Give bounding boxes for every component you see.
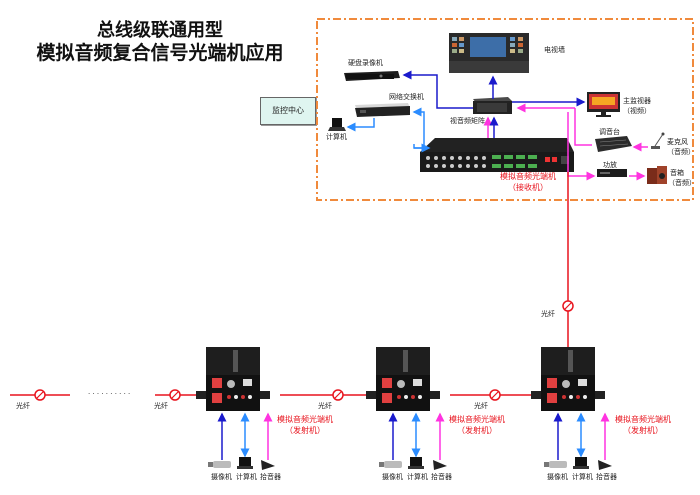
main-monitor-icon <box>587 92 620 117</box>
transmitter-2-inputs <box>388 412 445 460</box>
transmitter-3-inputs <box>553 412 610 460</box>
main-monitor-sublabel: （视频） <box>623 107 651 115</box>
transmitter-1-inputs <box>217 412 273 460</box>
computer-icon <box>408 457 424 469</box>
speaker-label: 音箱 <box>670 169 684 177</box>
transmitter-3-sublabel: （发射机） <box>623 426 663 435</box>
transmitter-1-label: 模拟音频光端机 <box>277 415 333 424</box>
pickup-icon <box>433 460 447 470</box>
transmitter-1-sublabel: （发射机） <box>285 426 325 435</box>
fiber-label: 光纤 <box>16 402 30 410</box>
monitor-center-frame <box>316 18 694 201</box>
transmitter-3-label: 模拟音频光端机 <box>615 415 671 424</box>
receiver-icon <box>420 138 574 172</box>
network-switch-icon <box>355 103 410 117</box>
av-matrix-label: 视音频矩阵 <box>450 117 485 125</box>
fiber-label: 光纤 <box>154 402 168 410</box>
tv-wall-label: 电视墙 <box>544 46 565 54</box>
diagram-title-line2: 模拟音频复合信号光端机应用 <box>36 42 284 64</box>
monitor-center-label: 监控中心 <box>272 106 304 115</box>
mixer-label: 调音台 <box>599 128 620 136</box>
speaker-sublabel: （音频） <box>668 179 696 187</box>
receiver-label: 模拟音频光端机 <box>500 172 556 181</box>
link-switch-computer <box>346 118 375 132</box>
link-switch-receiver <box>413 113 425 149</box>
fiber-label: 光纤 <box>541 310 555 318</box>
camera-icon <box>208 461 231 468</box>
transmitter-2-label: 模拟音频光端机 <box>449 415 505 424</box>
network-switch-label: 网络交换机 <box>389 93 424 101</box>
camera-label: 摄像机 <box>211 473 232 481</box>
pickup-icon <box>598 460 612 470</box>
camera-icon <box>544 461 567 468</box>
monitor-center-box: 监控中心 <box>260 97 316 125</box>
pickup-label: 拾音器 <box>596 473 617 481</box>
amplifier-icon <box>597 169 627 177</box>
transmitter-unit-1 <box>196 347 270 411</box>
receiver-sublabel: （接收机） <box>508 183 548 192</box>
microphone-icon <box>651 132 665 149</box>
speaker-icon <box>647 166 667 184</box>
fiber-connector-icon <box>562 300 574 312</box>
fiber-label: 光纤 <box>474 402 488 410</box>
pickup-label: 拾音器 <box>260 473 281 481</box>
transmitter-unit-3 <box>531 347 605 411</box>
microphone-sublabel: （音频） <box>667 148 695 156</box>
pickup-label: 拾音器 <box>431 473 452 481</box>
fiber-label: 光纤 <box>318 402 332 410</box>
microphone-label: 麦克风 <box>667 138 688 146</box>
fiber-connector-icon <box>332 389 344 401</box>
fiber-connector-icon <box>489 389 501 401</box>
camera-label: 摄像机 <box>382 473 403 481</box>
computer-icon <box>573 457 589 469</box>
tv-wall-icon <box>449 33 529 73</box>
computer-label: 计算机 <box>326 133 347 141</box>
diagram-title-line1: 总线级联通用型 <box>97 20 223 41</box>
pickup-icon <box>261 460 275 470</box>
continuation-dots: · · · · · · · · · · <box>88 390 131 398</box>
camera-label: 摄像机 <box>547 473 568 481</box>
computer-icon <box>328 118 346 131</box>
fiber-connector-icon <box>34 389 46 401</box>
computer-label: 计算机 <box>236 473 257 481</box>
mixer-icon <box>595 136 632 152</box>
main-monitor-label: 主监视器 <box>623 97 651 105</box>
link-matrix-dvr <box>402 70 473 109</box>
link-mixer <box>574 108 592 146</box>
camera-icon <box>379 461 402 468</box>
dvr-icon <box>344 71 400 81</box>
fiber-connector-icon <box>169 389 181 401</box>
computer-icon <box>237 457 253 469</box>
computer-label: 计算机 <box>572 473 593 481</box>
dvr-label: 硬盘录像机 <box>348 59 383 67</box>
computer-label: 计算机 <box>407 473 428 481</box>
amplifier-label: 功放 <box>603 161 617 169</box>
av-matrix-icon <box>473 97 512 114</box>
transmitter-2-sublabel: （发射机） <box>457 426 497 435</box>
transmitter-unit-2 <box>366 347 440 411</box>
